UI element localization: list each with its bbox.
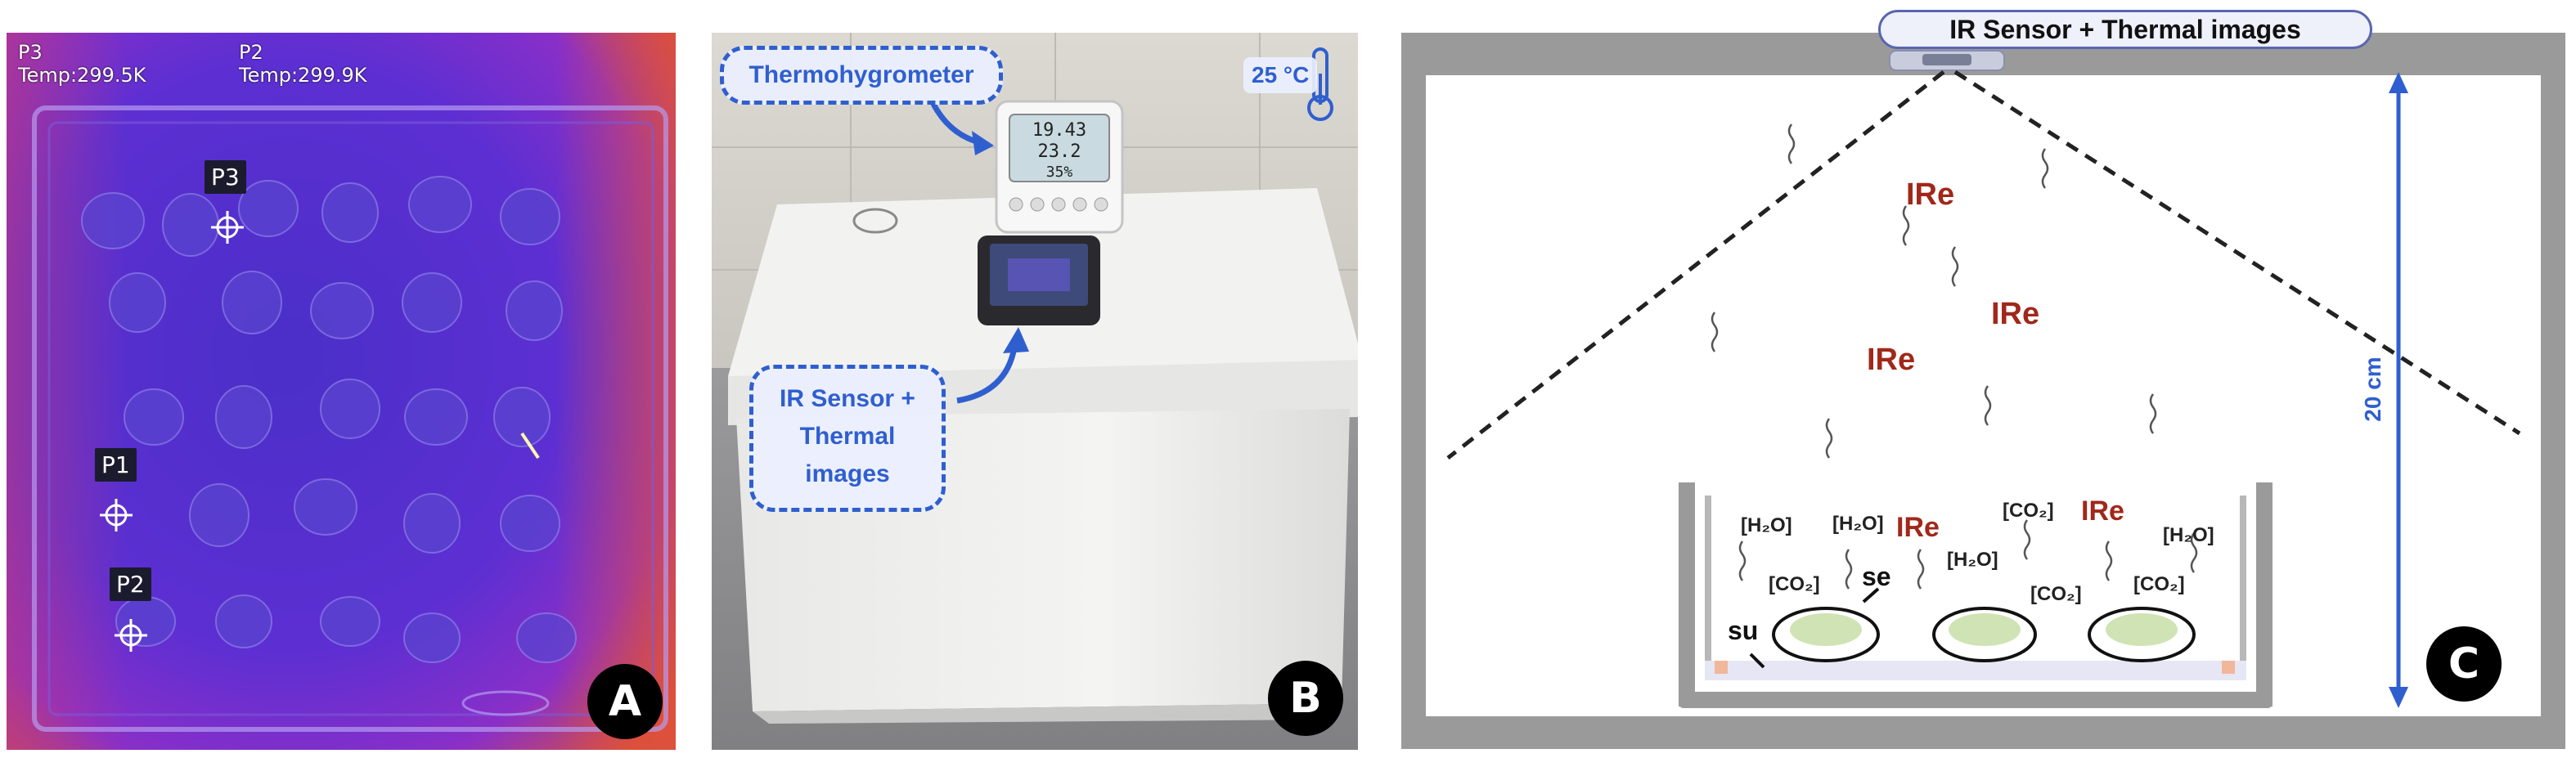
gas-label-4: [CO₂] xyxy=(2003,500,2054,522)
schematic-diagram: 20 cm xyxy=(1401,33,2565,749)
surface-pointer-se xyxy=(1862,587,1880,603)
chamber-right-wall xyxy=(2541,33,2565,749)
label-ir-sensor-line-1: IR Sensor + xyxy=(780,385,915,412)
probe-tag-p3: P3 xyxy=(205,160,246,194)
box-bottom-shadow xyxy=(753,703,1342,724)
tray-pad-right xyxy=(2222,661,2235,674)
sensor-header-label: IR Sensor + Thermal images xyxy=(1878,10,2372,49)
tray-substrate xyxy=(1705,661,2246,680)
label-thermohygrometer: Thermohygrometer xyxy=(720,46,1003,105)
display-line-2: 23.2 xyxy=(1038,141,1081,162)
ir-sensor-lens-icon xyxy=(1922,54,1971,65)
label-ir-sensor-line-3: images xyxy=(805,460,890,487)
room-temperature: 25 °C xyxy=(1243,57,1318,93)
probe-tag-p2: P2 xyxy=(110,567,151,601)
gas-labels: [H₂O] [H₂O] [CO₂] [CO₂] [H₂O] [CO₂] [H₂O… xyxy=(1741,500,2214,605)
cable-coil xyxy=(852,208,898,234)
emission-label-2: IRe xyxy=(1991,297,2039,331)
arrow-to-ir-sensor xyxy=(956,347,1018,404)
gas-label-5: [H₂O] xyxy=(1947,549,1998,571)
probe-p3-readout: P3 Temp:299.5K xyxy=(18,41,146,87)
leaf-discs xyxy=(1772,607,2196,662)
panel-badge-b: B xyxy=(1268,661,1343,736)
emission-label-1: IRe xyxy=(1906,177,1954,212)
panel-badge-c: C xyxy=(2426,626,2502,702)
probe-crosshairs xyxy=(100,211,244,652)
tray-left-wall xyxy=(1679,482,1695,706)
chamber-floor xyxy=(1401,716,2565,749)
thermal-image xyxy=(7,33,676,750)
distance-arrow-bottom xyxy=(2389,687,2408,708)
probe-tag-p1: P1 xyxy=(95,448,137,482)
tray-pad-left xyxy=(1715,661,1728,674)
thermohygrometer-screen xyxy=(1009,114,1110,182)
display-line-1: 19.43 xyxy=(1032,120,1086,141)
surface-label-su: su xyxy=(1728,616,1758,645)
arrow-head-ir-sensor xyxy=(1003,327,1029,353)
distance-label: 20 cm xyxy=(2360,357,2385,421)
chamber-left-wall xyxy=(1401,33,1426,749)
surface-pointer-su xyxy=(1749,653,1765,669)
gas-label-2: [H₂O] xyxy=(1832,513,1884,535)
emission-label-4: IRe xyxy=(1896,512,1940,543)
label-ir-sensor: IR Sensor + Thermal images xyxy=(749,365,946,512)
thermal-image-panel: P3 Temp:299.5K P2 Temp:299.9K P3 P1 P2 A xyxy=(7,33,676,750)
hot-spot-mark xyxy=(520,432,540,460)
thermohygrometer-buttons xyxy=(1009,197,1108,212)
probe-p3-temp: Temp:299.5K xyxy=(18,64,146,87)
gas-label-8: [CO₂] xyxy=(2133,573,2185,595)
tray-outline xyxy=(32,105,668,732)
distance-arrow-top xyxy=(2389,72,2408,93)
tray-inner-outline xyxy=(47,121,654,716)
tray-floor xyxy=(1679,692,2273,708)
display-line-3: 35% xyxy=(1046,164,1073,181)
gas-label-1: [H₂O] xyxy=(1741,514,1792,536)
emission-label-5: IRe xyxy=(2081,496,2124,527)
leaf-disc-grid xyxy=(81,176,577,663)
probe-p2-name: P2 xyxy=(239,41,263,64)
tray-right-wall xyxy=(2256,482,2273,706)
probe-p2-temp: Temp:299.9K xyxy=(239,64,367,87)
schematic-panel: 20 cm xyxy=(1391,0,2576,758)
emission-labels: IRe IRe IRe IRe IRe xyxy=(1867,177,2124,543)
arrow-head-thermohygrometer xyxy=(972,131,994,155)
probe-p2-readout: P2 Temp:299.9K xyxy=(239,41,367,87)
ir-camera-preview xyxy=(1008,258,1070,291)
tray-mark xyxy=(461,690,550,716)
tray-inner-left xyxy=(1705,496,1711,667)
emission-squiggles xyxy=(1711,123,2198,590)
surface-label-se: se xyxy=(1862,562,1891,591)
gas-label-3: [CO₂] xyxy=(1769,573,1820,595)
setup-photo-panel: 19.43 23.2 35% Thermohygrometer IR Senso… xyxy=(712,33,1358,750)
probe-p3-name: P3 xyxy=(18,41,43,64)
panel-badge-a: A xyxy=(587,664,663,739)
tray-inner-right xyxy=(2240,496,2246,667)
emission-label-3: IRe xyxy=(1867,343,1915,377)
fov-right-line xyxy=(1953,70,2521,436)
label-ir-sensor-line-2: Thermal xyxy=(799,423,896,450)
gas-label-7: [H₂O] xyxy=(2163,524,2214,546)
fov-left-line xyxy=(1446,70,1945,460)
gas-label-6: [CO₂] xyxy=(2030,583,2082,605)
